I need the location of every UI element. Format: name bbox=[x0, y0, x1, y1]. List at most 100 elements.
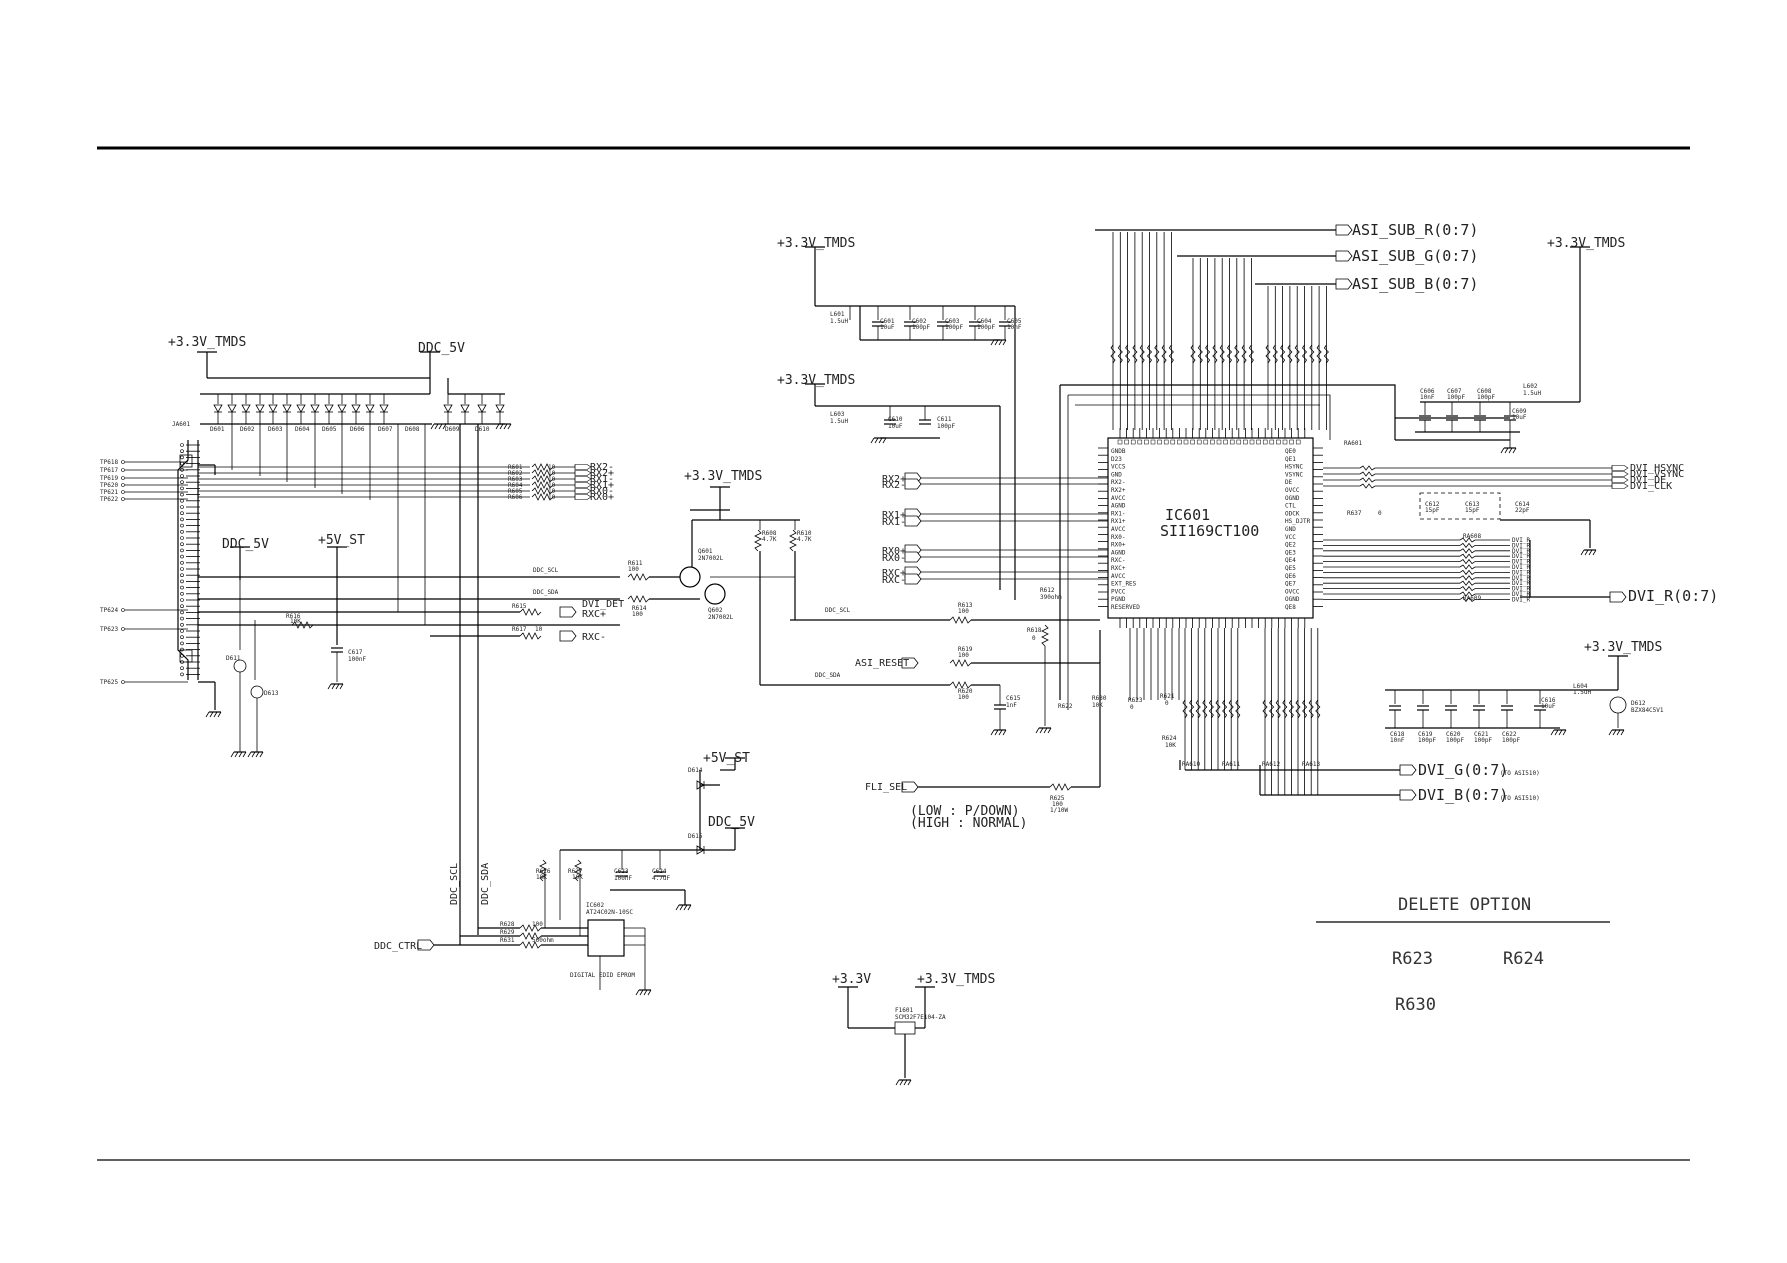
ddc-sda-net-mid: DDC_SDA bbox=[815, 672, 841, 679]
diode-ref: D609 bbox=[445, 426, 460, 433]
r637-val: 0 bbox=[1378, 510, 1382, 517]
rail-label-3v3-tmds-fuse: +3.3V_TMDS bbox=[917, 972, 995, 987]
rail-label-5vst-left: +5V_ST bbox=[318, 533, 365, 548]
rail-label-3v3-tmds-top: +3.3V_TMDS bbox=[777, 236, 855, 251]
r619-ref: R619 bbox=[958, 646, 973, 653]
asi-sub-bus-top bbox=[1110, 232, 1329, 430]
eeprom-label: DIGITAL EDID EPROM bbox=[570, 972, 635, 979]
mode-note-low: (LOW : P/DOWN) bbox=[910, 804, 1020, 819]
cap-val: 10nF bbox=[1007, 324, 1022, 331]
ic-pin-name: GND bbox=[1285, 526, 1296, 533]
cap-val: 10uF bbox=[1512, 414, 1527, 421]
l601-val: 1.5uH bbox=[830, 318, 848, 325]
delete-option-r623: R623 bbox=[1392, 949, 1433, 969]
dvi-output-label: DVI_VSYNC bbox=[1630, 469, 1684, 480]
dvi-r-bit: DVI_R bbox=[1512, 580, 1530, 587]
cap-val: 100pF bbox=[1418, 737, 1436, 744]
r625-watt: 1/10W bbox=[1050, 807, 1068, 814]
c613-val: 15pF bbox=[1465, 507, 1480, 514]
dvi-gb-bus-bottom bbox=[1129, 628, 1321, 795]
ic-pin-name: QE6 bbox=[1285, 573, 1296, 580]
dvi-r-bit: DVI_R bbox=[1512, 591, 1530, 598]
5vst-left-rail bbox=[291, 546, 347, 690]
ic-pin-name: QE5 bbox=[1285, 565, 1296, 572]
r616-val: 10K bbox=[290, 618, 301, 625]
l601-ref: L601 bbox=[830, 311, 845, 318]
ic-pin-name: DE bbox=[1285, 479, 1293, 486]
r617-ref: R617 bbox=[512, 626, 527, 633]
rx-pair-label: RX0- bbox=[590, 486, 614, 497]
c611-val: 100pF bbox=[937, 423, 955, 430]
r631-val: 560ohm bbox=[532, 937, 554, 944]
dvi-b-port: DVI_B(0:7) bbox=[1418, 786, 1508, 804]
ra613-ref: RA613 bbox=[1302, 761, 1320, 768]
r621-ref: R621 bbox=[1160, 693, 1175, 700]
rx-resistor-ref: R601 bbox=[508, 464, 523, 471]
ic-pin-name: GNDB bbox=[1111, 448, 1126, 455]
cap-val: 100pF bbox=[977, 324, 995, 331]
r625-ref: R625 bbox=[1050, 795, 1065, 802]
test-point-label: TP625 bbox=[100, 679, 118, 686]
connector-pin-stubs bbox=[180, 443, 216, 677]
r615-ref: R615 bbox=[512, 603, 527, 610]
ic-pin-name: AVCC bbox=[1111, 495, 1126, 502]
c616-ref: C616 bbox=[1541, 697, 1556, 704]
ic602-ref: IC602 bbox=[586, 902, 604, 909]
q602-ref: Q602 bbox=[708, 607, 723, 614]
rx-port-label: RX1+ bbox=[882, 510, 906, 521]
r628-ref: R628 bbox=[500, 921, 515, 928]
ic-pin-name: RESERVED bbox=[1111, 604, 1140, 611]
rail-label-ddc5v-left: DDC_5V bbox=[222, 537, 269, 552]
cap-ref: C607 bbox=[1447, 388, 1462, 395]
ra610-ref: RA610 bbox=[1182, 761, 1200, 768]
cap-val: 100pF bbox=[912, 324, 930, 331]
ic-pin-name: QE7 bbox=[1285, 581, 1296, 588]
r623-ref: R623 bbox=[1128, 697, 1143, 704]
diode-ref: D605 bbox=[322, 426, 337, 433]
r637-ref: R637 bbox=[1347, 510, 1362, 517]
f1601-section bbox=[838, 986, 935, 1086]
dvi-r-bit: DVI_R bbox=[1512, 553, 1530, 560]
rx-port-label: RXC- bbox=[882, 575, 906, 586]
dvi-r-bit: DVI_R bbox=[1512, 559, 1530, 566]
r625-val: 100 bbox=[1052, 801, 1063, 808]
r614-val: 100 bbox=[632, 611, 643, 618]
3v3-mid-rail bbox=[692, 486, 800, 530]
ic602-part: AT24C02N-10SC bbox=[586, 909, 633, 916]
d615-ref: D615 bbox=[688, 833, 703, 840]
rail-label-3v3-tmds-right: +3.3V_TMDS bbox=[1547, 236, 1625, 251]
ic-pin-name: AVCC bbox=[1111, 526, 1126, 533]
r613-ref: R613 bbox=[958, 602, 973, 609]
rx-resistor-ref: R605 bbox=[508, 488, 523, 495]
ic-pin-name: OVCC bbox=[1285, 588, 1300, 595]
ic-pin-name: RX1- bbox=[1111, 510, 1125, 517]
l604-val: 1.5uH bbox=[1573, 689, 1591, 696]
cap-ref: C602 bbox=[912, 318, 927, 325]
r623-val: 0 bbox=[1130, 704, 1134, 711]
c615-val: 1nF bbox=[1006, 702, 1017, 709]
ic-pin-name: OGND bbox=[1285, 596, 1300, 603]
ic-pin-name: GND bbox=[1111, 471, 1122, 478]
test-point-label: TP617 bbox=[100, 467, 118, 474]
rx-pair-label: RX1- bbox=[590, 474, 614, 485]
q602-part: 2N7002L bbox=[708, 614, 734, 621]
ic-pin-name: RXC+ bbox=[1111, 565, 1126, 572]
rail-label-ddc5v-top: DDC_5V bbox=[418, 341, 465, 356]
r610-ref: R610 bbox=[797, 530, 812, 537]
ic-pin-name: RX1+ bbox=[1111, 518, 1126, 525]
ic-pin-name: RX2- bbox=[1111, 479, 1125, 486]
d611-ref: D611 bbox=[226, 655, 241, 662]
dvi-r-bit: DVI_R bbox=[1512, 596, 1530, 603]
cap-ref: C608 bbox=[1477, 388, 1492, 395]
c623-ref: C623 bbox=[614, 868, 629, 875]
ja601-label: JA601 bbox=[172, 421, 190, 428]
eeprom-section bbox=[417, 849, 700, 996]
diode-ref: D602 bbox=[240, 426, 255, 433]
c612-ref: C612 bbox=[1425, 501, 1440, 508]
c624-ref: C624 bbox=[652, 868, 667, 875]
f1601-ref: F1601 bbox=[895, 1007, 913, 1014]
r611-ref: R611 bbox=[628, 560, 643, 567]
